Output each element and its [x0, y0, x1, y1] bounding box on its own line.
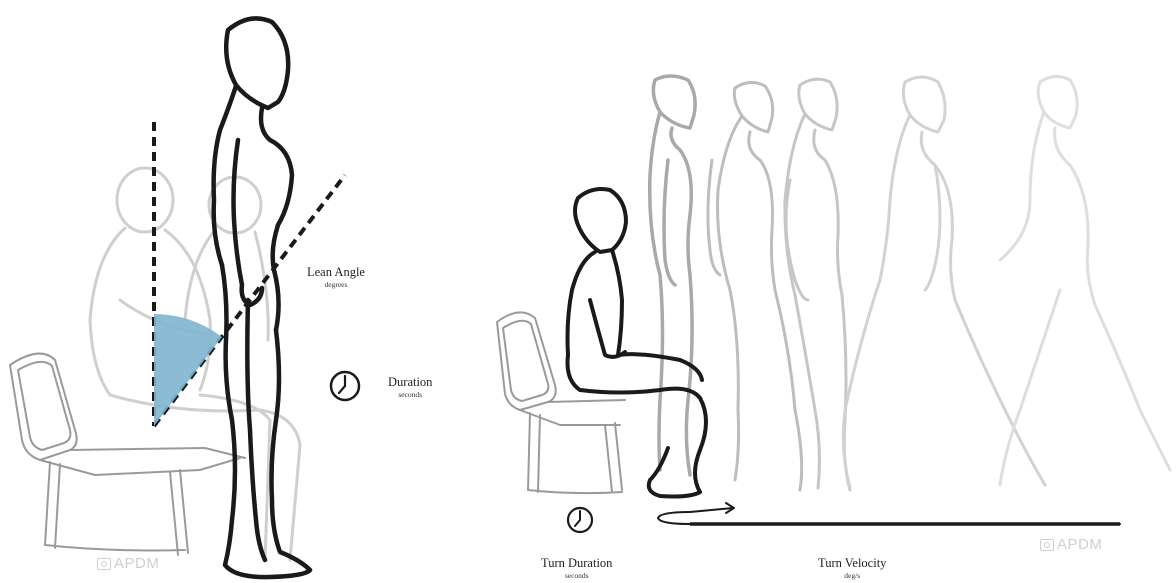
apdm-logo-text: APDM — [114, 555, 159, 572]
apdm-logo-left: APDM — [97, 555, 159, 572]
duration-label: Duration seconds — [388, 376, 432, 398]
turn-duration-unit: seconds — [541, 572, 612, 580]
seated-figure-right — [568, 189, 707, 497]
chair-left — [10, 354, 245, 555]
apdm-logo-text: APDM — [1057, 536, 1102, 553]
apdm-logo-right: APDM — [1040, 536, 1102, 553]
duration-clock-icon — [331, 372, 359, 400]
direction-arrow-icon — [658, 503, 1120, 524]
apdm-mark-icon — [1040, 539, 1054, 551]
turn-duration-clock-icon — [568, 508, 592, 532]
turn-velocity-label: Turn Velocity deg/s — [818, 557, 886, 579]
duration-title: Duration — [388, 376, 432, 389]
turn-velocity-title: Turn Velocity — [818, 557, 886, 570]
duration-unit: seconds — [388, 391, 432, 399]
turn-duration-title: Turn Duration — [541, 557, 612, 570]
chair-right — [497, 312, 625, 493]
turn-duration-label: Turn Duration seconds — [541, 557, 612, 579]
faded-walking-figures — [650, 76, 1170, 490]
lean-angle-unit: degrees — [307, 281, 365, 289]
lean-angle-title: Lean Angle — [307, 266, 365, 279]
turn-velocity-unit: deg/s — [818, 572, 886, 580]
lean-angle-label: Lean Angle degrees — [307, 266, 365, 288]
apdm-mark-icon — [97, 558, 111, 570]
